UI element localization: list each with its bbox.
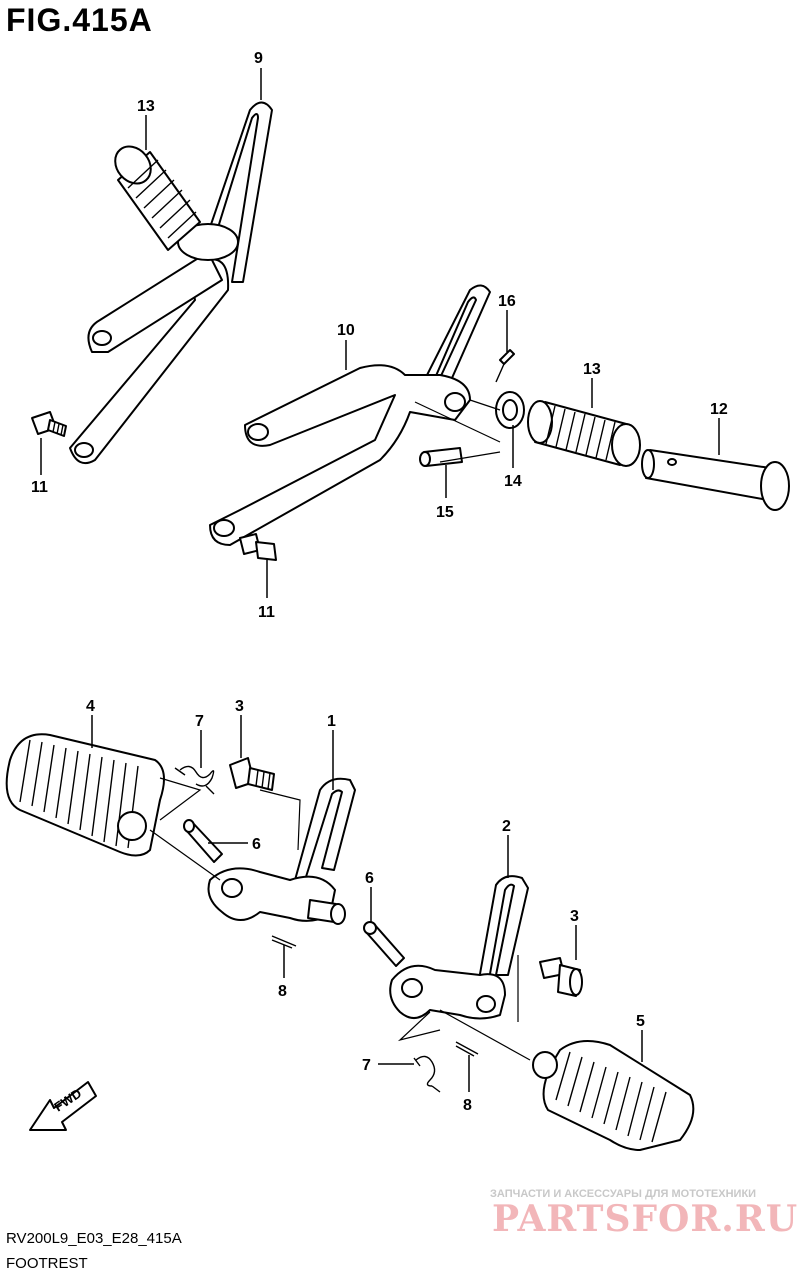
bolt-3-lower xyxy=(539,957,583,997)
rider-footrest-bracket-right xyxy=(389,875,529,1020)
callout-6-lower: 6 xyxy=(365,870,374,887)
pillion-footrest-bracket-left xyxy=(69,101,273,464)
callout-8-upper: 8 xyxy=(278,983,287,1000)
callout-13-lower: 13 xyxy=(583,361,601,378)
callout-5: 5 xyxy=(636,1013,645,1030)
callout-3-lower: 3 xyxy=(570,908,579,925)
model-code: RV200L9_E03_E28_415A xyxy=(6,1230,182,1247)
callout-4: 4 xyxy=(86,698,95,715)
rider-footrest-left xyxy=(5,733,165,857)
callout-8-lower: 8 xyxy=(463,1097,472,1114)
rider-footrest-bracket-left xyxy=(207,777,356,925)
callout-14: 14 xyxy=(504,473,522,490)
spring-7-upper xyxy=(174,765,215,795)
cotter-pin-8-upper xyxy=(271,935,297,949)
pin-6-upper xyxy=(183,819,223,863)
callout-7-lower: 7 xyxy=(362,1057,371,1074)
pillion-peg-rubber-right xyxy=(527,400,641,467)
fwd-direction-arrow-icon: FWD xyxy=(29,1081,97,1131)
leader-lines xyxy=(40,68,720,1092)
callout-1: 1 xyxy=(327,713,336,730)
callout-7-upper: 7 xyxy=(195,713,204,730)
callout-16: 16 xyxy=(498,293,516,310)
watermark-tagline: ЗАПЧАСТИ И АКСЕССУАРЫ ДЛЯ МОТОТЕХНИКИ xyxy=(490,1188,757,1200)
callout-11-upper: 11 xyxy=(31,479,48,496)
callout-labels: 9 13 10 16 13 12 11 14 15 11 4 7 3 1 6 8… xyxy=(31,50,728,1114)
callout-3-upper: 3 xyxy=(235,698,244,715)
washer-14 xyxy=(495,391,525,429)
bolt-upper-center xyxy=(239,533,277,561)
figure-title: FIG.415A xyxy=(6,2,153,38)
callout-2: 2 xyxy=(502,818,511,835)
bolt-upper-left xyxy=(31,411,67,437)
watermark-logo: PARTSFOR.RU xyxy=(492,1198,799,1240)
callout-15: 15 xyxy=(436,504,454,521)
spring-7-lower xyxy=(413,1055,441,1093)
bolt-3-upper xyxy=(229,757,275,791)
cotter-pin-16 xyxy=(495,349,515,383)
pin-6-lower xyxy=(363,921,405,967)
callout-13-upper: 13 xyxy=(137,98,155,115)
callout-10: 10 xyxy=(337,322,355,339)
pillion-footrest-bracket-right xyxy=(209,284,491,546)
pillion-peg-rubber-left xyxy=(114,145,201,251)
callout-11-lower: 11 xyxy=(258,604,275,621)
pivot-pin-12 xyxy=(641,449,790,511)
pin-15 xyxy=(419,447,463,467)
callout-6-upper: 6 xyxy=(252,836,261,853)
rider-footrest-right xyxy=(532,1040,695,1151)
cotter-pin-8-lower xyxy=(455,1041,479,1057)
callout-9: 9 xyxy=(254,50,263,67)
callout-12: 12 xyxy=(710,401,728,418)
figure-caption: FOOTREST xyxy=(6,1255,88,1272)
